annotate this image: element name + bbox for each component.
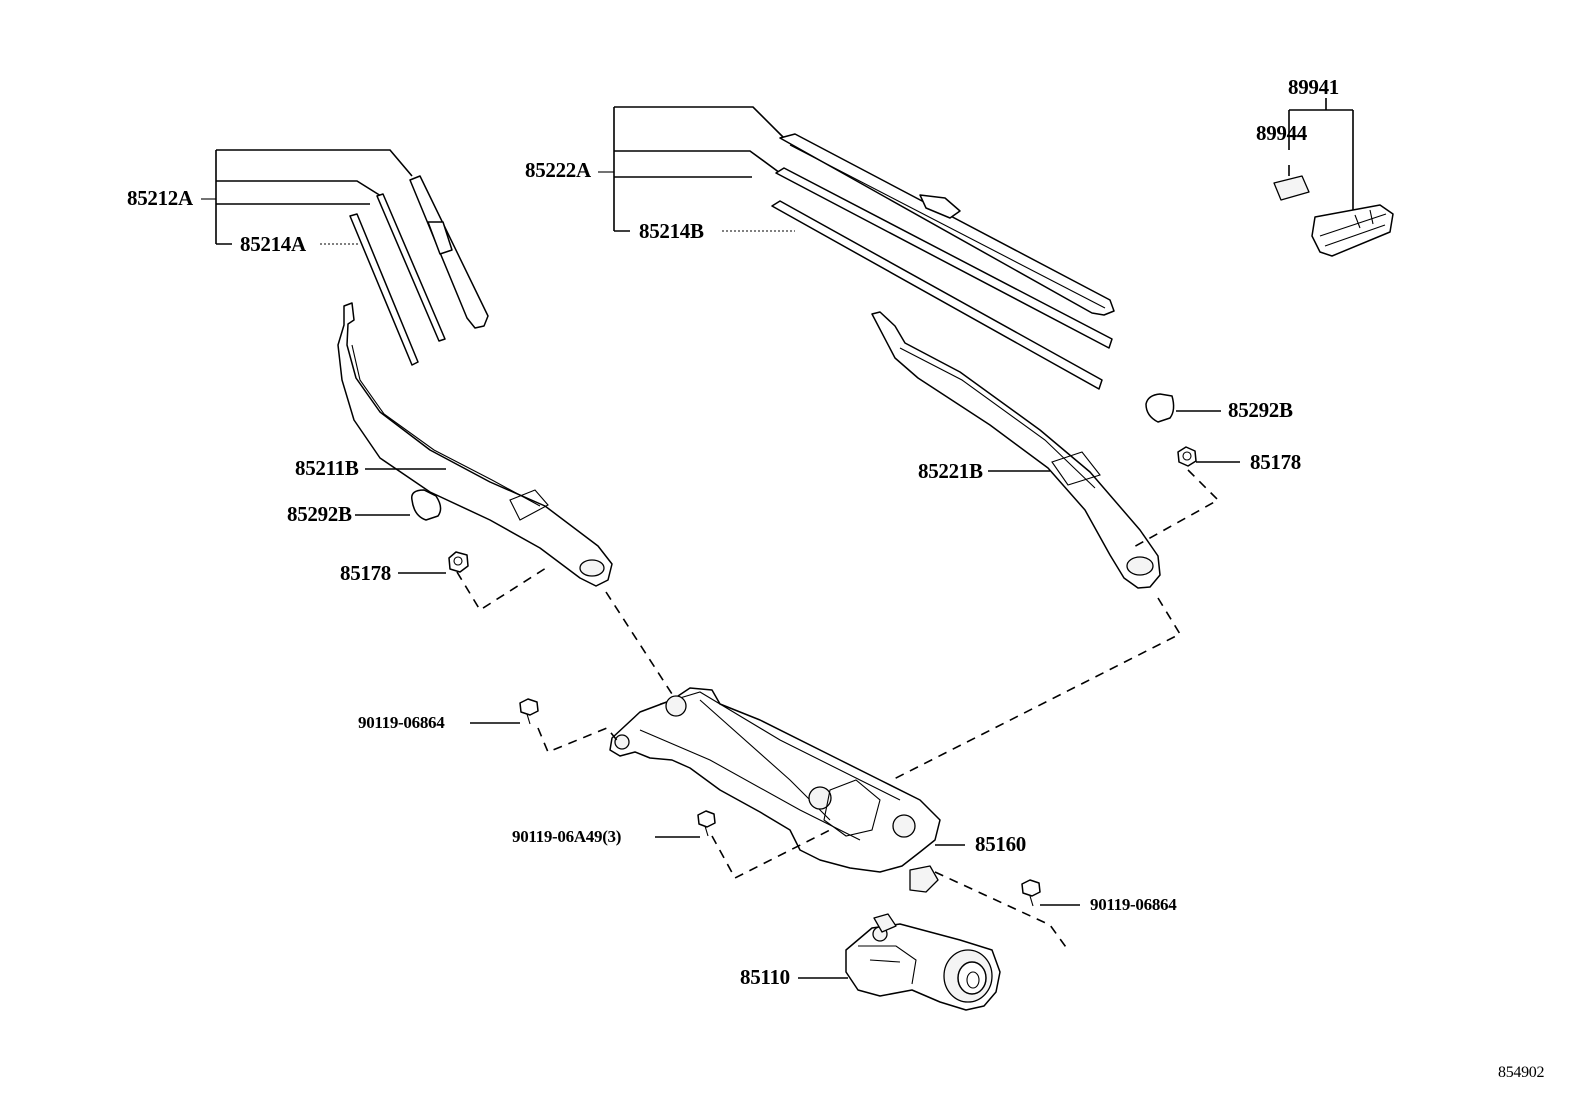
label-85211B: 85211B bbox=[295, 456, 359, 480]
left-arm-group bbox=[337, 302, 613, 587]
bolts bbox=[519, 698, 1041, 907]
label-90119-06864-right: 90119-06864 bbox=[1090, 895, 1177, 914]
left-nut bbox=[448, 551, 469, 573]
label-90119-06864-left: 90119-06864 bbox=[358, 713, 445, 732]
right-nut bbox=[1177, 446, 1197, 467]
right-cap bbox=[1145, 393, 1175, 423]
rain-sensor-group bbox=[1273, 98, 1394, 257]
label-85178-right: 85178 bbox=[1250, 450, 1302, 474]
sensor-pad bbox=[1273, 175, 1310, 201]
caps-nuts bbox=[411, 393, 1197, 573]
left-cap bbox=[411, 489, 442, 521]
label-85221B: 85221B bbox=[918, 459, 983, 483]
label-85212A: 85212A bbox=[127, 186, 193, 210]
label-85214A: 85214A bbox=[240, 232, 306, 256]
leader-lines bbox=[355, 410, 1240, 979]
label-85110: 85110 bbox=[740, 965, 790, 989]
label-85160: 85160 bbox=[975, 832, 1027, 856]
motor-group bbox=[845, 913, 1001, 1011]
label-85214B: 85214B bbox=[639, 219, 704, 243]
right-arm-group bbox=[871, 311, 1161, 589]
right-blade-group bbox=[598, 106, 1115, 390]
rain-sensor bbox=[1311, 204, 1394, 257]
figure-number: 854902 bbox=[1498, 1064, 1545, 1081]
label-85292B-right: 85292B bbox=[1228, 398, 1293, 422]
assembly-lines bbox=[456, 469, 1220, 951]
label-85178-left: 85178 bbox=[340, 561, 392, 585]
label-89941: 89941 bbox=[1288, 75, 1340, 99]
label-85292B-left: 85292B bbox=[287, 502, 352, 526]
left-blade-group bbox=[201, 149, 489, 366]
label-85222A: 85222A bbox=[525, 158, 591, 182]
linkage-group bbox=[609, 687, 941, 893]
label-90119-06A49: 90119-06A49(3) bbox=[512, 827, 622, 846]
label-89944: 89944 bbox=[1256, 121, 1308, 145]
